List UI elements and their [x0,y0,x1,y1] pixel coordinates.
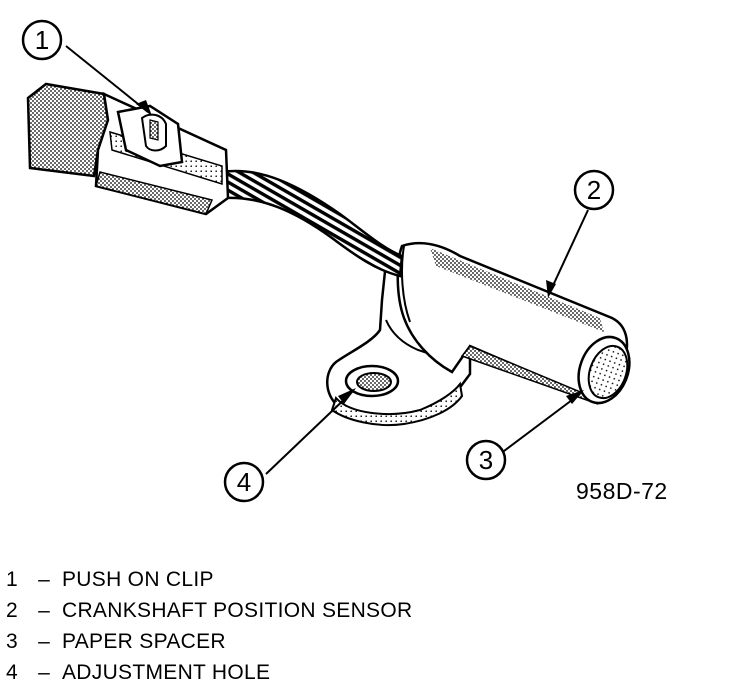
svg-text:2: 2 [587,175,601,205]
leader-arrowheads [136,100,584,404]
leader-lines [65,45,589,475]
paper-spacer [577,335,631,405]
legend-dash: – [38,629,50,653]
legend-item: 4 – ADJUSTMENT HOLE [6,657,526,688]
callout-4: 4 [223,461,265,503]
svg-text:1: 1 [35,25,49,55]
legend-label: PUSH ON CLIP [62,567,214,591]
legend-item: 1 – PUSH ON CLIP [6,564,526,595]
figure-id: 958D-72 [576,478,668,504]
legend-dash: – [38,660,50,684]
legend-number: 3 [6,629,18,653]
callout-3: 3 [465,439,507,481]
legend-label: CRANKSHAFT POSITION SENSOR [62,598,413,622]
legend-dash: – [38,567,50,591]
legend-item: 2 – CRANKSHAFT POSITION SENSOR [6,595,526,626]
sensor-illustration: 1 2 3 4 [21,19,631,503]
legend-label: PAPER SPACER [62,629,226,653]
legend-dash: – [38,598,50,622]
legend-number: 4 [6,660,18,684]
adjustment-hole [344,364,400,398]
callout-2: 2 [573,169,615,211]
legend-number: 1 [6,567,18,591]
push-on-clip [116,104,184,168]
parts-legend: 1 – PUSH ON CLIP 2 – CRANKSHAFT POSITION… [6,564,526,688]
svg-text:3: 3 [479,445,493,475]
sensor-cable [220,169,404,278]
svg-text:4: 4 [237,467,251,497]
legend-number: 2 [6,598,18,622]
callout-1: 1 [21,19,63,61]
legend-item: 3 – PAPER SPACER [6,626,526,657]
legend-label: ADJUSTMENT HOLE [62,660,271,684]
